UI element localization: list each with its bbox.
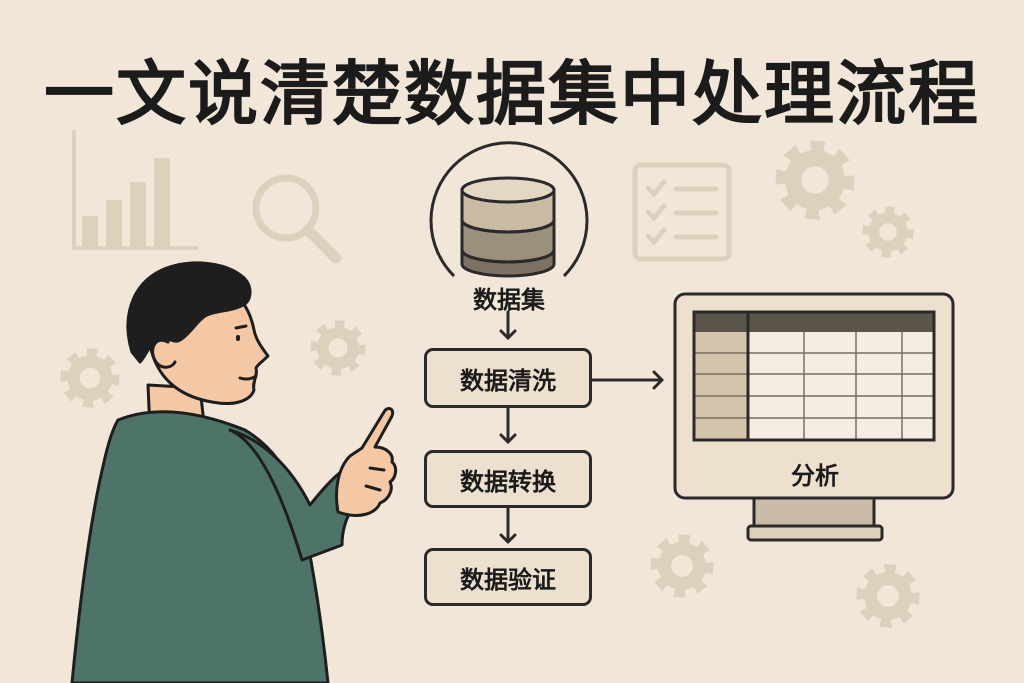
dataset-label: 数据集: [473, 285, 545, 314]
arrow-down-icon: [499, 310, 517, 340]
gear-icon: [310, 320, 366, 376]
gear-icon: [856, 564, 920, 628]
monitor-icon: [673, 292, 955, 542]
magnifier-icon: [252, 174, 342, 264]
page-title: 一文说清楚数据集中处理流程: [44, 53, 980, 135]
gear-icon: [775, 140, 855, 220]
gear-icon: [862, 206, 914, 258]
arrow-down-icon: [499, 506, 517, 544]
arrow-down-icon: [499, 406, 517, 444]
step-data-validation: 数据验证: [424, 548, 592, 606]
database-icon: [429, 141, 589, 278]
analysis-label: 分析: [791, 461, 839, 490]
arrow-right-icon: [590, 370, 664, 390]
shirt: [70, 410, 330, 683]
bar-chart-icon: [72, 130, 198, 250]
spreadsheet: [692, 310, 936, 442]
gear-icon: [60, 348, 120, 408]
hair: [126, 261, 252, 364]
step-data-transformation: 数据转换: [424, 450, 592, 508]
checklist-icon: [632, 162, 732, 262]
step-data-cleaning: 数据清洗: [424, 348, 592, 408]
gear-icon: [650, 534, 714, 598]
hand: [335, 407, 398, 517]
ear: [151, 338, 177, 369]
